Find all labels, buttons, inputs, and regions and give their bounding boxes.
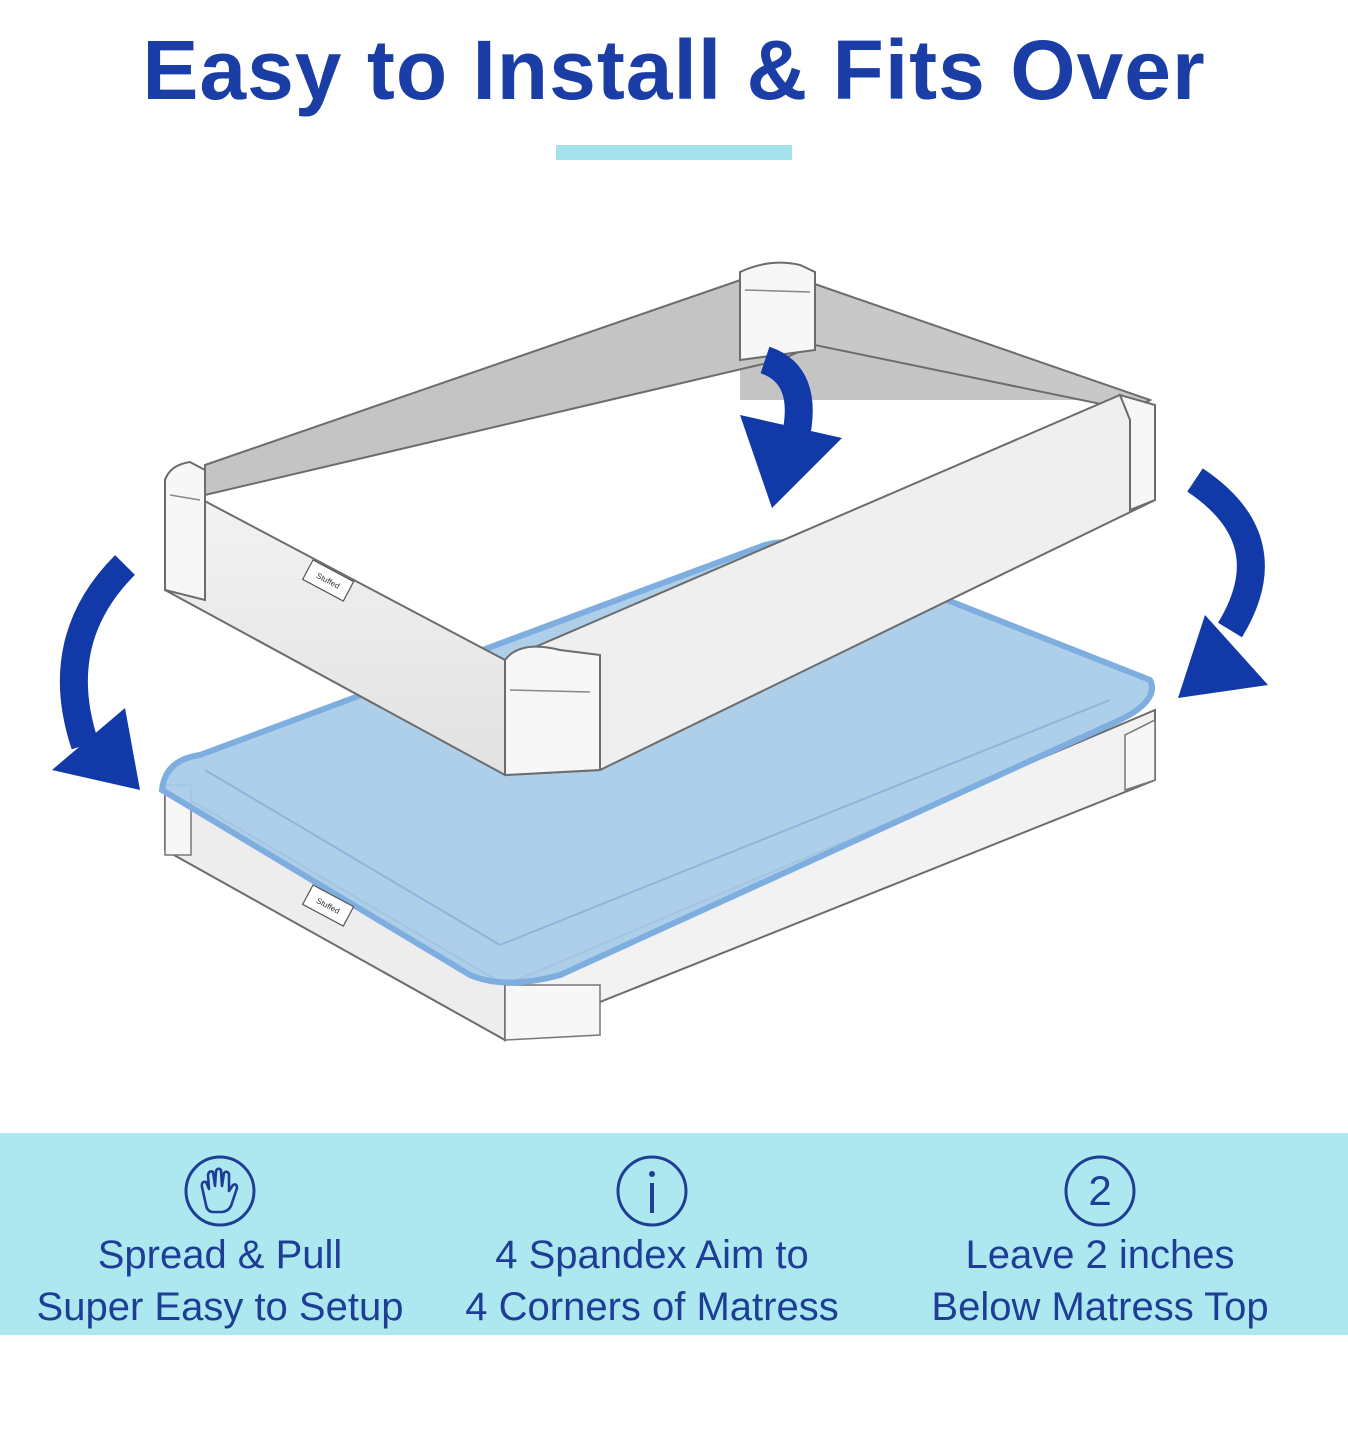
- number-two-icon: 2: [1064, 1155, 1136, 1227]
- title-underline: [556, 145, 792, 160]
- feature-spread-pull-line2: Super Easy to Setup: [36, 1285, 404, 1329]
- curved-arrow-left-icon: [52, 555, 140, 790]
- number-two-icon-text: 2: [1088, 1167, 1111, 1214]
- feature-leave-inches: 2 Leave 2 inches Below Matress Top: [900, 1133, 1300, 1335]
- feature-spread-pull: Spread & Pull Super Easy to Setup: [20, 1133, 420, 1335]
- feature-leave-inches-line1: Leave 2 inches: [965, 1233, 1235, 1277]
- curved-arrow-center-icon: [740, 346, 842, 508]
- feature-spandex-corners: 4 Spandex Aim to 4 Corners of Matress: [452, 1133, 852, 1335]
- curved-arrow-right-icon: [1178, 468, 1268, 698]
- feature-spandex-corners-line1: 4 Spandex Aim to: [495, 1233, 809, 1277]
- feature-band: Spread & Pull Super Easy to Setup 4 Span…: [0, 1133, 1348, 1335]
- page-title: Easy to Install & Fits Over: [142, 23, 1206, 117]
- glove-icon: [184, 1155, 256, 1227]
- feature-spandex-corners-line2: 4 Corners of Matress: [465, 1285, 839, 1329]
- install-illustration: Stuffed Stuffed: [52, 261, 1268, 1042]
- info-icon: [616, 1155, 688, 1227]
- feature-spread-pull-line1: Spread & Pull: [97, 1233, 343, 1277]
- feature-leave-inches-line2: Below Matress Top: [931, 1285, 1269, 1329]
- mattress: Stuffed: [158, 539, 1156, 1042]
- bumper-frame: Stuffed: [164, 261, 1156, 777]
